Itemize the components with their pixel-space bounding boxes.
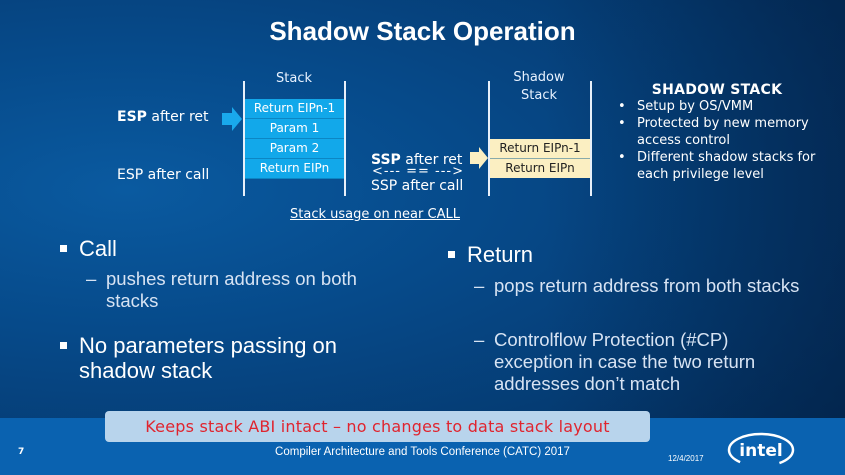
ssp-text: SSP: [371, 152, 401, 168]
sub-bullet-call: – pushes return address on both stacks: [86, 268, 406, 312]
info-item-text: Setup by OS/VMM: [637, 99, 754, 114]
info-item: • Setup by OS/VMM: [612, 98, 822, 115]
bullet-dot-icon: •: [618, 150, 626, 165]
info-item-text: Protected by new memory access control: [637, 116, 809, 148]
after-ret-text: after ret: [146, 109, 209, 125]
stack-left-wall: [243, 81, 245, 196]
sub-bullet-call-text: pushes return address on both stacks: [106, 268, 357, 311]
info-item-text: Different shadow stacks for each privile…: [637, 150, 816, 182]
bullet-call: Call: [60, 236, 420, 261]
background-shade: [545, 0, 845, 420]
bullet-dot-icon: •: [618, 99, 626, 114]
dash-icon: –: [474, 329, 485, 350]
ssp-after-ret-label: SSP after ret: [371, 152, 462, 168]
esp-text: ESP: [117, 109, 147, 125]
esp-after-ret-label: ESP after ret: [117, 109, 209, 125]
shadow-stack-left-wall: [488, 81, 490, 196]
page-number: 7: [18, 447, 25, 457]
bullet-call-text: Call: [79, 236, 117, 261]
abi-banner: Keeps stack ABI intact – no changes to d…: [105, 411, 650, 442]
sub-bullet-cp-text: Controlflow Protection (#CP) exception i…: [494, 329, 756, 394]
shadow-stack-cell: Return EIPn: [490, 159, 590, 178]
yellow-arrow-icon: [470, 147, 488, 169]
shadow-stack-cell: Return EIPn-1: [490, 139, 590, 159]
intel-logo-text: intel: [739, 441, 782, 461]
info-item: • Different shadow stacks for each privil…: [612, 149, 822, 183]
ssp-after-call-label: SSP after call: [371, 178, 464, 194]
dash-icon: –: [474, 275, 485, 296]
dash-icon: –: [86, 268, 97, 289]
shadow-stack-right-wall: [590, 81, 592, 196]
bullet-return: Return: [448, 242, 808, 267]
equals-arrow-label: <--- == --->: [372, 164, 464, 179]
shadow-stack-label: Shadow Stack: [488, 69, 590, 105]
bullet-no-params-text: No parameters passing on shadow stack: [79, 333, 338, 383]
stack-cell: Param 2: [245, 139, 344, 159]
stack-cell: Return EIPn-1: [245, 99, 344, 119]
shadow-stack-label-line1: Shadow: [513, 70, 565, 85]
diagram-caption: Stack usage on near CALL: [290, 207, 460, 222]
slide-title: Shadow Stack Operation: [269, 16, 576, 46]
blue-arrow-icon: [222, 107, 242, 131]
square-bullet-icon: [60, 342, 67, 349]
esp-after-call-label: ESP after call: [117, 167, 210, 183]
stack-cell: Return EIPn: [245, 159, 344, 179]
square-bullet-icon: [448, 251, 455, 258]
sub-bullet-return-text: pops return address from both stacks: [494, 275, 800, 296]
info-item: • Protected by new memory access control: [612, 115, 822, 149]
conference-name: Compiler Architecture and Tools Conferen…: [275, 446, 570, 458]
sub-bullet-return: – pops return address from both stacks: [474, 275, 804, 297]
sub-bullet-cp: – Controlflow Protection (#CP) exception…: [474, 329, 804, 395]
bullet-return-text: Return: [467, 242, 534, 267]
bullet-no-params: No parameters passing on shadow stack: [60, 333, 400, 383]
bullet-dot-icon: •: [618, 116, 626, 131]
shadow-stack-heading: SHADOW STACK: [651, 82, 783, 98]
slide-date: 12/4/2017: [668, 454, 704, 463]
intel-logo: intel: [727, 432, 795, 468]
stack-cell: Param 1: [245, 119, 344, 139]
shadow-stack-info: SHADOW STACK • Setup by OS/VMM • Protected…: [612, 82, 822, 183]
stack-right-wall: [344, 81, 346, 196]
after-ret-text: after ret: [400, 152, 463, 168]
shadow-stack-label-line2: Stack: [521, 88, 557, 103]
stack-label: Stack: [276, 71, 312, 86]
square-bullet-icon: [60, 245, 67, 252]
